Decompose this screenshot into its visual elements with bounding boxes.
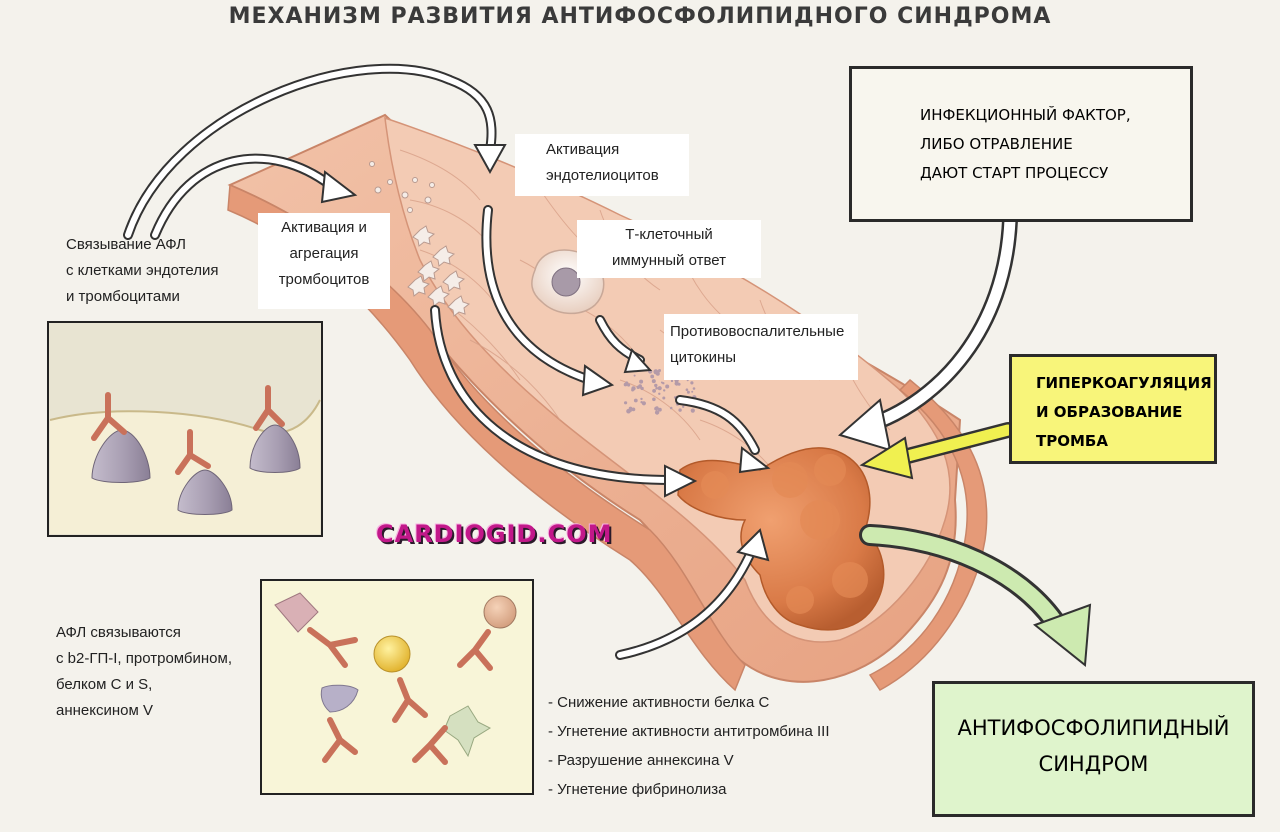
hypercoagulation-box: ГИПЕРКОАГУЛЯЦИЯ И ОБРАЗОВАНИЕ ТРОМБА (1009, 354, 1217, 464)
platelet-cluster (369, 161, 471, 317)
label-tcell-bg (577, 220, 761, 278)
membrane-inset (47, 321, 323, 537)
page-title: МЕХАНИЗМ РАЗВИТИЯ АНТИФОСФОЛИПИДНОГО СИН… (228, 4, 1052, 29)
effect-item: - Разрушение аннексина V (548, 752, 734, 769)
label-endothelium-bg (515, 134, 689, 196)
label-apl-binds: АФЛ связываются с b2-ГП-I, протромбином,… (56, 624, 233, 719)
label-cytokines: Противовоспалительные цитокины (670, 323, 845, 366)
effect-item: - Угнетение активности антитромбина III (548, 723, 830, 740)
effect-item: - Снижение активности белка С (548, 694, 770, 711)
label-platelets-bg (258, 213, 390, 309)
watermark-logo: CARDIOGID.COM (376, 520, 613, 548)
receptor-shapes (91, 424, 301, 515)
label-binding: Связывание АФЛ с клетками эндотелия и тр… (66, 236, 219, 305)
effects-list: - Снижение активности белка С - Угнетени… (548, 688, 830, 804)
antibody-shapes (91, 385, 285, 475)
syndrome-box: АНТИФОСФОЛИПИДНЫЙ СИНДРОМ (932, 681, 1255, 817)
molecules-inset (260, 579, 534, 795)
label-tcell: Т-клеточный иммунный ответ (612, 226, 726, 269)
label-cytokines-bg (664, 314, 858, 380)
infection-box: ИНФЕКЦИОННЫЙ ФАКТОР, ЛИБО ОТРАВЛЕНИЕ ДАЮ… (849, 66, 1193, 222)
label-endothelium: Активация эндотелиоцитов (546, 141, 659, 184)
process-arrows (123, 63, 1018, 660)
yellow-arrow (859, 422, 1016, 480)
effect-item: - Угнетение фибринолиза (548, 781, 727, 798)
label-platelets: Активация и агрегация тромбоцитов (278, 219, 370, 288)
thrombus (677, 447, 885, 631)
green-arrow (859, 524, 1092, 667)
